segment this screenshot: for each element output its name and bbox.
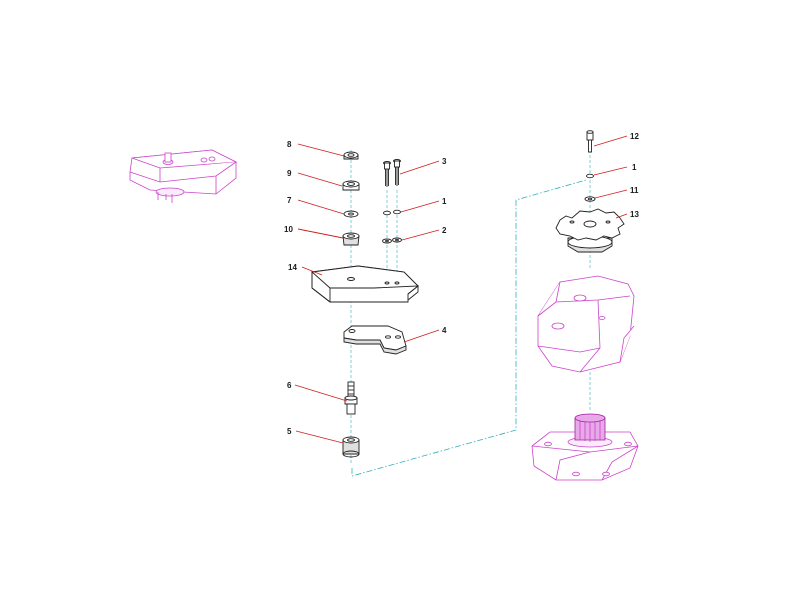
part-5-spacer <box>342 436 360 458</box>
part-2-flat-washers <box>382 237 402 244</box>
part-7-washer <box>343 210 359 218</box>
callout-part-6: 6 <box>287 381 292 390</box>
right-drive-assembly <box>531 130 639 481</box>
callout-part-7: 7 <box>287 196 292 205</box>
callout-part-13: 13 <box>630 210 639 219</box>
gearbox-base <box>531 413 639 481</box>
callout-labels: 8 9 7 10 14 3 1 2 4 6 5 12 1 11 13 <box>284 132 639 436</box>
part-9-hex-nut <box>342 180 360 191</box>
callout-part-8: 8 <box>287 140 292 149</box>
callout-part-1-right: 1 <box>632 163 637 172</box>
rotor-housing <box>537 275 635 410</box>
callout-part-5: 5 <box>287 427 292 436</box>
part-12-bolt <box>586 130 594 153</box>
part-11-washer <box>584 196 596 202</box>
callout-part-14: 14 <box>288 263 297 272</box>
callout-part-10: 10 <box>284 225 293 234</box>
overview-assembly <box>129 149 238 203</box>
assembly-path-line <box>351 179 587 477</box>
part-3-screws <box>383 159 401 282</box>
part-14-cover-plate <box>310 265 420 303</box>
callout-part-3: 3 <box>442 157 447 166</box>
middle-hardware-stack <box>310 150 420 465</box>
callout-part-1: 1 <box>442 197 447 206</box>
callout-part-4: 4 <box>442 326 447 335</box>
part-10-bushing <box>342 232 360 246</box>
callout-part-9: 9 <box>287 169 292 178</box>
callout-part-12: 12 <box>630 132 639 141</box>
callout-part-11: 11 <box>630 186 639 195</box>
part-1-right-lock-washer <box>586 173 594 179</box>
leader-lines <box>294 135 628 444</box>
callout-part-2: 2 <box>442 226 447 235</box>
part-8-hex-nut <box>343 151 359 160</box>
part-1-lock-washers <box>383 209 401 216</box>
part-6-stud <box>344 381 358 415</box>
part-13-star-flange <box>555 208 625 253</box>
part-4-bracket <box>343 325 407 355</box>
